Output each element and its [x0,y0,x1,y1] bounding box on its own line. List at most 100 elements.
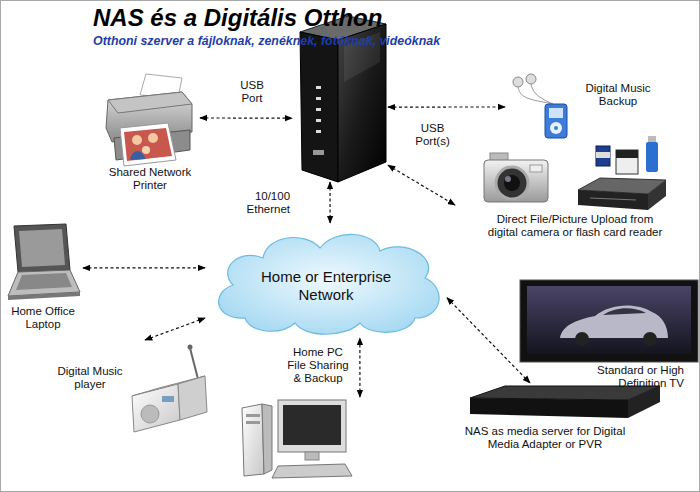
monitor-stand [305,452,319,460]
device-label: Shared Network Printer [100,166,200,192]
player-front [132,384,180,432]
pc-tower [242,404,264,476]
reader-slot [590,198,636,200]
music-player-node: Digital Music player [50,340,210,435]
player-display [162,396,174,402]
tv-illustration [520,280,698,362]
edge-label: USB Port(s) [410,122,456,148]
nas-led [316,119,321,122]
pc-illustration [242,400,352,478]
diagram-title: NAS és a Digitális Otthon [93,4,382,32]
pc-tower-side [262,404,272,474]
cf-card [616,150,638,174]
network-cloud: Home or Enterprise Network [205,223,447,338]
device-label: Direct File/Picture Upload from digital … [484,213,666,239]
tv-node: Standard or High Definition TV [518,278,698,383]
photo-image [124,128,172,161]
monitor-screen [283,405,341,445]
usb-stick-plug [648,136,656,143]
player-side [178,376,207,420]
car-wheel [643,332,657,346]
nas-led [316,86,321,89]
drive-slot [246,421,260,424]
device-label: Digital Music player [54,365,126,391]
earbud [526,74,536,84]
sd-card-label [596,152,610,158]
dashed-connector [388,106,505,107]
nas-node [292,14,388,182]
photo-clothes [130,151,146,160]
camera-lens-glass [504,175,520,191]
laptop-illustration [8,224,80,300]
box-side [628,386,660,418]
subtitle: Otthoni szerver a fájloknak, zenéknek, f… [93,34,440,49]
camera-body [484,160,548,202]
music-player-wheel [550,122,562,134]
car-window [603,308,646,315]
laptop-edge [8,292,80,300]
nas-front [300,32,338,182]
edge-label: USB Port [236,79,268,105]
media-server-node: NAS as media server for Digital Media Ad… [440,383,665,461]
laptop-screen [19,229,65,267]
printer-node: Shared Network Printer [100,72,200,192]
music-player-body [545,104,567,138]
dashed-connector [200,117,292,118]
pc-node: Home PC File Sharing & Backup [238,397,372,477]
car-wheel [575,332,589,346]
usb-stick [646,142,658,172]
music-player-button [554,126,558,130]
music-backup-illustration [513,74,567,138]
printer-top [108,92,192,113]
device-label: Home Office Laptop [5,305,81,331]
network-label: Home or Enterprise Network [251,268,401,304]
speaker-grille [141,405,159,423]
music-backup-node: Digital Music Backup [505,72,647,138]
lens-reflection [505,176,511,182]
tv-frame [520,280,698,362]
laptop-node: Home Office Laptop [3,222,83,334]
photo-face [132,135,142,145]
device-label: Home PC File Sharing & Backup [285,346,351,385]
laptop-keyboard [16,273,72,290]
upload-node: Direct File/Picture Upload from digital … [455,142,672,242]
cf-card-band [616,150,638,158]
reader-side [648,180,666,210]
connector-group [83,107,530,397]
drive-slot [246,414,260,417]
printed-photo [120,123,176,166]
nas-led [316,130,321,133]
earbud [513,77,523,87]
camera-illustration [484,153,548,202]
camera-lens [496,167,528,199]
antenna [190,348,198,379]
dashed-connector [329,182,330,223]
device-label: Digital Music Backup [583,82,653,108]
device-label: Standard or High Definition TV [588,364,684,390]
box-front [470,398,628,418]
dashed-connector [83,267,205,268]
dashed-connector [388,165,455,205]
music-player-screen [549,108,563,118]
dashed-connector [359,338,360,397]
sd-card [596,146,610,166]
edge-label: 10/100 Ethernet [240,190,290,216]
nas-led [316,108,321,111]
monitor [278,400,346,452]
cloud-outline [219,234,440,334]
device-label: NAS as media server for Digital Media Ad… [460,425,630,451]
music-player-illustration [132,345,207,433]
nas-led [316,97,321,100]
dashed-connector [447,298,530,383]
antenna-tip [188,345,193,350]
keyboard [272,464,352,478]
nas-usb-port [313,150,324,155]
card-reader-illustration [578,136,666,210]
media-box-illustration [470,386,660,418]
photo-face [142,146,150,154]
tv-screen [527,286,691,354]
